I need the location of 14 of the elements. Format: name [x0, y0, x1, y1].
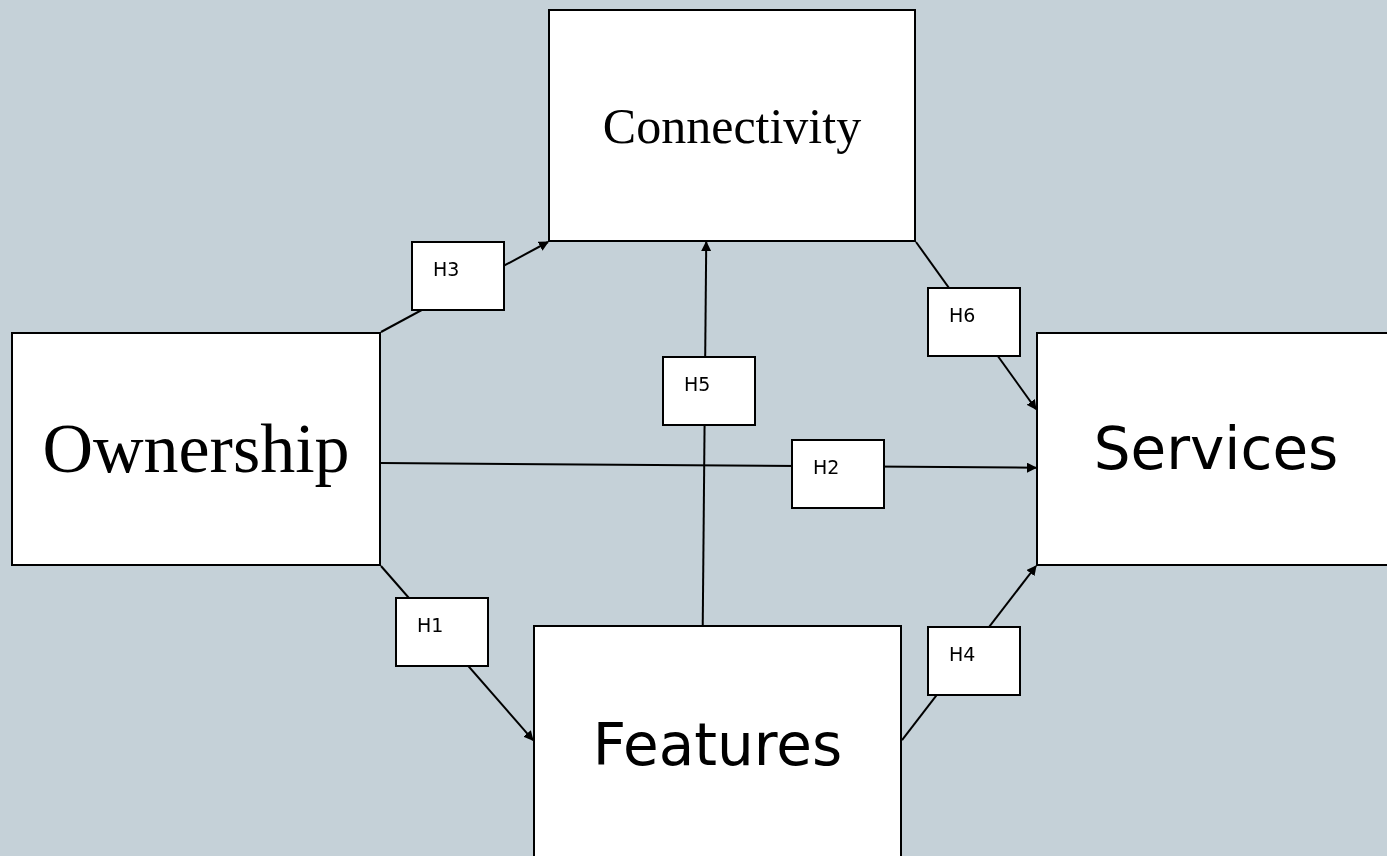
node-label: Services — [1093, 415, 1339, 483]
edge-label: H6 — [927, 287, 1021, 357]
edge-label: H1 — [395, 597, 489, 667]
concept-box — [1036, 332, 1387, 566]
node-label: Connectivity — [602, 96, 862, 155]
edge-label: H4 — [927, 626, 1021, 696]
node-label: Ownership — [42, 409, 350, 489]
edge-label: H2 — [791, 439, 885, 509]
concept-box — [11, 332, 381, 566]
concept-box — [533, 625, 902, 856]
edge-label: H5 — [662, 356, 756, 426]
node-label: Features — [592, 711, 843, 779]
edge-label: H3 — [411, 241, 505, 311]
concept-box — [548, 9, 916, 242]
